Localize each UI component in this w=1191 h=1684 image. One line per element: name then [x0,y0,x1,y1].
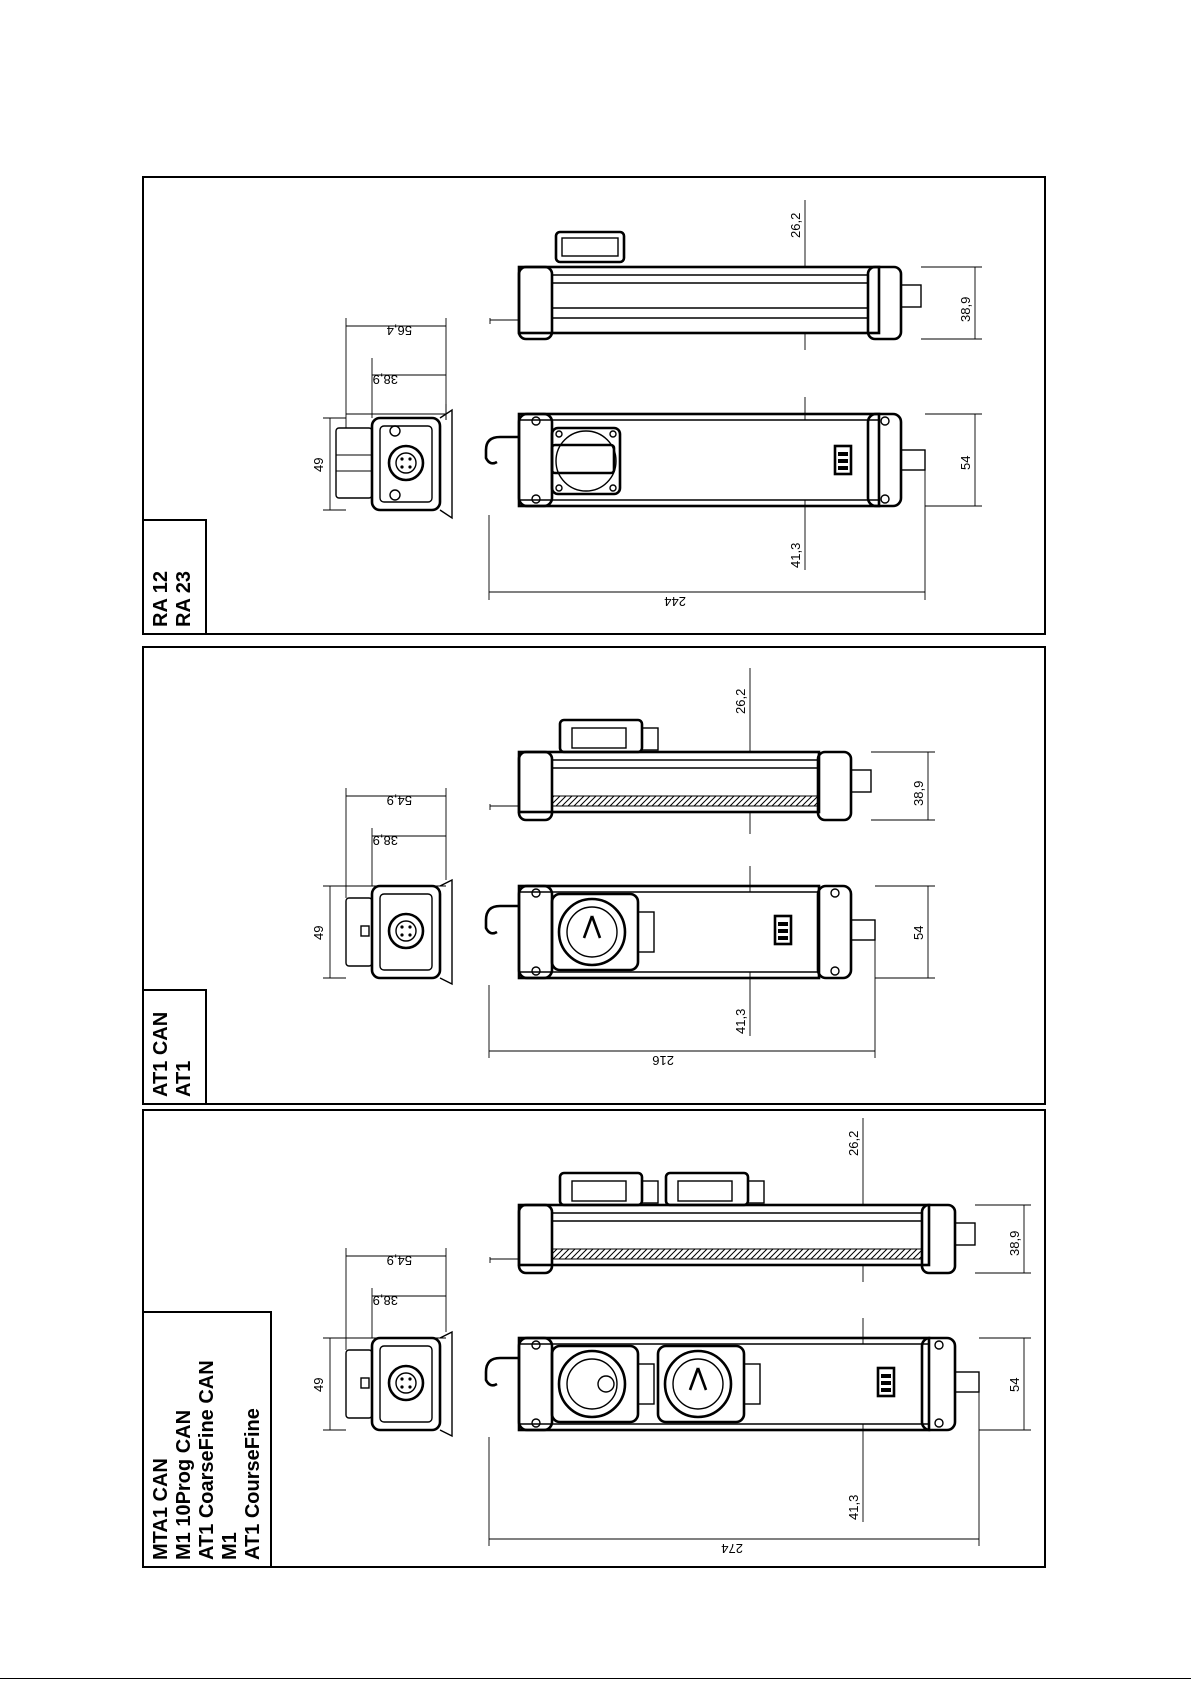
panel-frame [143,177,1045,634]
dim-front-height: 54 [958,456,973,470]
dim-length: 216 [652,1053,674,1068]
dim-side-height: 38,9 [911,781,926,806]
dim-front-height: 54 [1007,1378,1022,1392]
dim-end-depth-b: 54,9 [387,1253,412,1268]
model-label: RA 23 [173,571,195,627]
dim-mid-height: 41,3 [788,543,803,568]
dim-end-width: 49 [311,458,326,472]
end-view [323,788,452,984]
front-view [486,866,935,1058]
end-view [323,1248,452,1436]
dim-mid-height: 41,3 [733,1009,748,1034]
dim-end-width: 49 [311,926,326,940]
model-label: M1 [219,1532,241,1560]
side-view [490,200,982,350]
side-view [490,1118,1031,1282]
dim-top-height: 26,2 [733,689,748,714]
front-view [486,397,982,600]
model-label: RA 12 [150,571,172,627]
panel-ra: RA 12 RA 23 49 38,9 5 [143,177,1045,634]
dim-end-depth-b: 54,9 [387,793,412,808]
dim-end-depth-a: 38,9 [373,833,398,848]
dim-length: 244 [664,594,686,609]
model-label: AT1 [173,1061,195,1097]
end-view [323,318,452,518]
model-labels: AT1 CAN AT1 [150,1012,195,1097]
front-view [486,1318,1031,1546]
model-label: MTA1 CAN [150,1458,172,1560]
dim-end-depth-b: 56,4 [387,323,412,338]
model-label: AT1 CourseFine [242,1408,264,1560]
model-labels: RA 12 RA 23 [150,571,195,627]
side-view [490,668,935,834]
panel-at1: AT1 CAN AT1 49 38,9 54,9 [143,647,1045,1104]
model-label: AT1 CoarseFine CAN [196,1360,218,1560]
dim-length: 274 [721,1541,743,1556]
dim-mid-height: 41,3 [846,1495,861,1520]
dim-end-depth-a: 38,9 [373,1293,398,1308]
dim-end-depth-a: 38,9 [373,372,398,387]
dim-end-width: 49 [311,1378,326,1392]
panel-mta1: MTA1 CAN M1 10Prog CAN AT1 CoarseFine CA… [143,1110,1045,1567]
dim-side-height: 38,9 [1007,1231,1022,1256]
page-bottom-rule [0,1678,1191,1679]
dim-side-height: 38,9 [958,297,973,322]
model-label: M1 10Prog CAN [173,1410,195,1560]
model-labels: MTA1 CAN M1 10Prog CAN AT1 CoarseFine CA… [150,1360,264,1560]
dim-top-height: 26,2 [846,1131,861,1156]
dim-top-height: 26,2 [788,213,803,238]
panel-frame [143,647,1045,1104]
dim-front-height: 54 [911,926,926,940]
model-label: AT1 CAN [150,1012,172,1097]
